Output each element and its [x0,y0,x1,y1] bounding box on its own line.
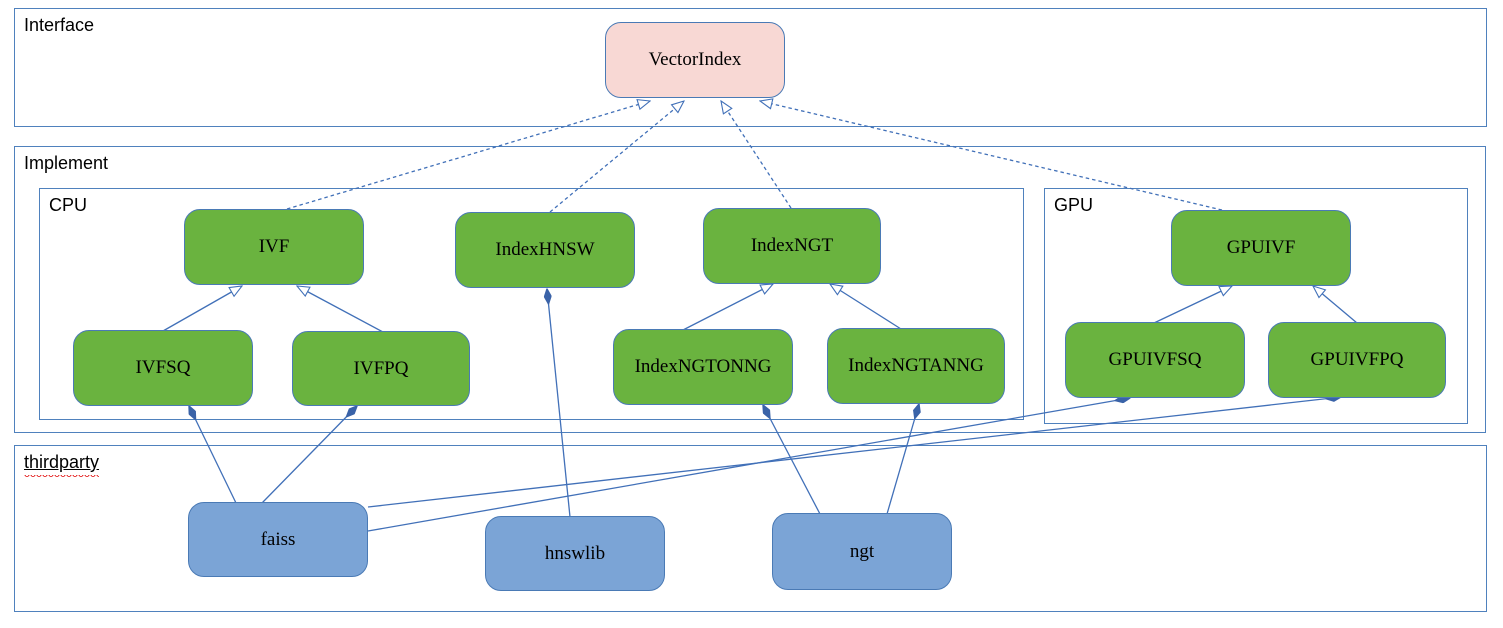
node-label-ivfpq: IVFPQ [353,357,409,379]
section-label-implement: Implement [24,153,109,173]
section-thirdparty: thirdparty [14,445,1487,612]
node-label-indexngt: IndexNGT [750,235,834,256]
edge-realization-ivf-to-vectorindex [286,101,650,210]
node-indexngtanng[interactable]: IndexNGTANNG [827,328,1005,404]
node-label-faiss: faiss [260,528,296,550]
section-label-interface: Interface [24,15,95,35]
node-label-gpuivf: GPUIVF [1226,237,1296,258]
node-ivf[interactable]: IVF [184,209,364,285]
node-label-gpuivfsq: GPUIVFSQ [1108,349,1202,370]
section-cpu: CPU [39,188,1024,420]
section-label-thirdparty: thirdparty [24,452,99,478]
edge-inheritance-gpuivfsq-to-gpuivf [1153,286,1232,324]
node-indexhnsw[interactable]: IndexHNSW [455,212,635,288]
section-gpu: GPU [1044,188,1468,424]
node-label-indexngtanng: IndexNGTANNG [848,355,984,376]
edge-composition-gpuivfpq-to-faiss [367,397,1341,508]
node-ivfpq[interactable]: IVFPQ [292,331,470,406]
node-indexngt[interactable]: IndexNGT [703,208,881,284]
edge-inheritance-gpuivfpq-to-gpuivf [1313,286,1358,324]
edge-inheritance-indexngtanng-to-indexngt [830,284,902,330]
edge-realization-indexngt-to-vectorindex [721,101,792,209]
node-label-hnswlib: hnswlib [544,542,606,564]
node-label-gpuivfpq: GPUIVFPQ [1310,349,1404,370]
edge-inheritance-indexngtonng-to-indexngt [682,284,773,331]
node-label-ivf: IVF [258,236,290,257]
node-label-ngt: ngt [849,540,875,562]
node-gpuivf[interactable]: GPUIVF [1171,210,1351,286]
node-ivfsq[interactable]: IVFSQ [73,330,253,406]
edge-composition-ivfpq-to-faiss [261,406,357,504]
edge-realization-indexhnsw-to-vectorindex [549,101,684,213]
node-gpuivfsq[interactable]: GPUIVFSQ [1065,322,1245,398]
node-label-indexhnsw: IndexHNSW [495,239,595,260]
section-label-gpu: GPU [1054,195,1094,215]
node-indexngtonng[interactable]: IndexNGTONNG [613,329,793,405]
edge-composition-ivfsq-to-faiss [189,406,237,504]
node-ngt[interactable]: ngt [772,513,952,590]
node-vectorindex[interactable]: VectorIndex [605,22,785,98]
node-label-indexngtonng: IndexNGTONNG [634,356,772,377]
node-gpuivfpq[interactable]: GPUIVFPQ [1268,322,1446,398]
edge-realization-gpuivf-to-vectorindex [760,101,1223,211]
edge-inheritance-ivfsq-to-ivf [162,286,242,332]
node-label-vectorindex: VectorIndex [648,49,742,70]
node-hnswlib[interactable]: hnswlib [485,516,665,591]
edge-composition-indexngtanng-to-ngt [886,404,919,515]
node-label-ivfsq: IVFSQ [135,357,191,378]
edge-composition-indexhnsw-to-hnswlib [547,289,571,518]
section-label-cpu: CPU [49,195,88,215]
section-interface: Interface [14,8,1487,127]
edge-inheritance-ivfpq-to-ivf [297,286,384,333]
node-faiss[interactable]: faiss [188,502,368,577]
